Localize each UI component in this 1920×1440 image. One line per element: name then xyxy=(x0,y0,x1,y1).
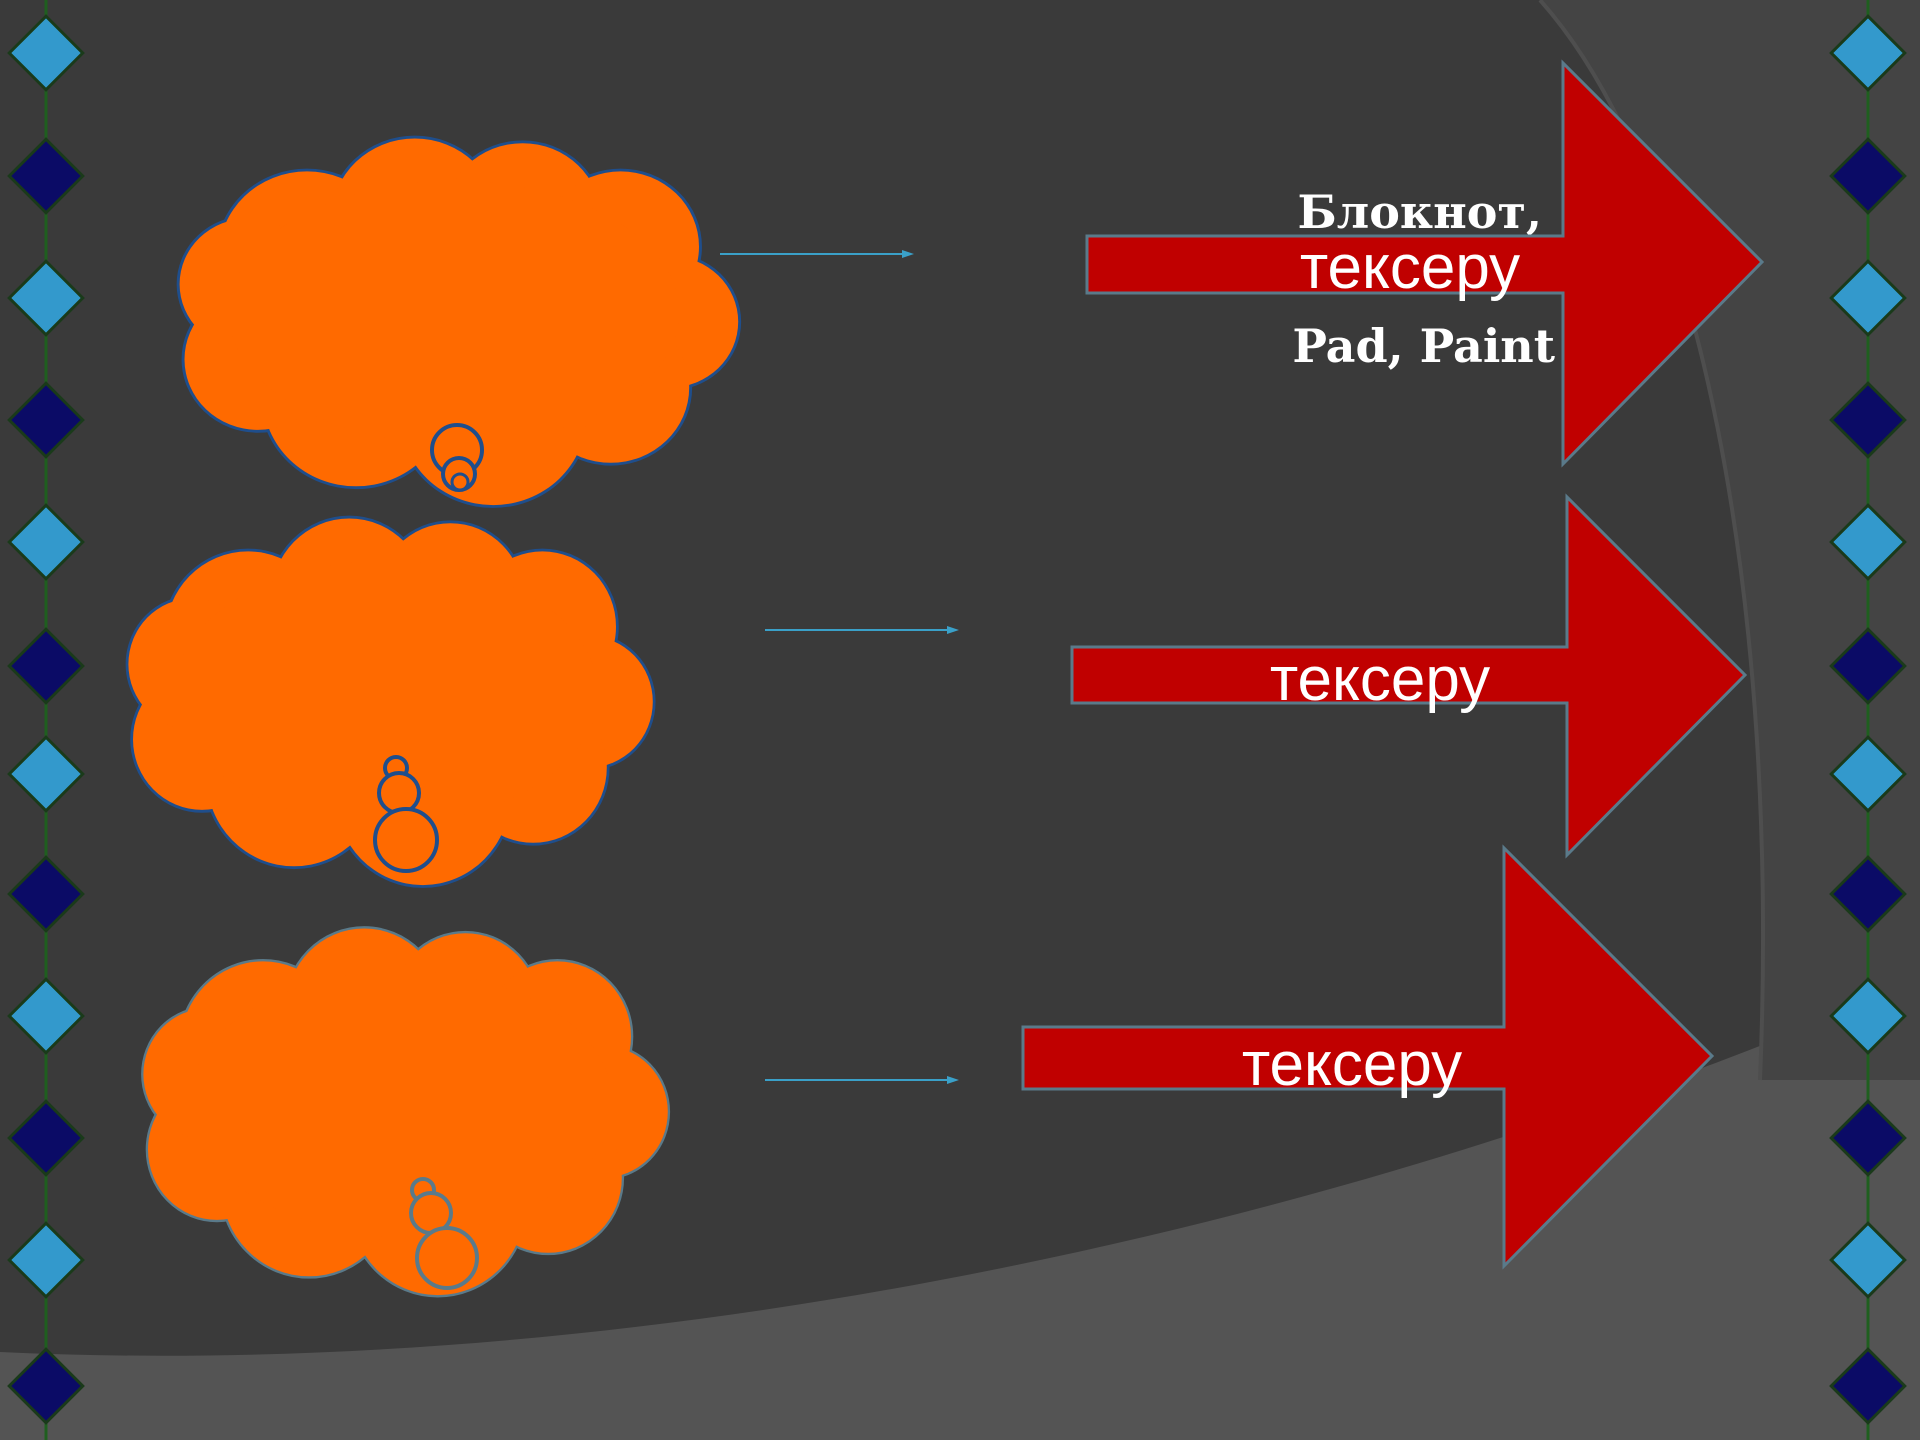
diamond-light-icon xyxy=(7,14,85,92)
diamond-dark-icon xyxy=(7,1099,85,1177)
diamond-light-icon xyxy=(1829,259,1907,337)
diamond-dark-icon xyxy=(1829,855,1907,933)
background-band xyxy=(1540,0,1920,1080)
arrow-label: тексеру xyxy=(1300,233,1520,302)
diamond-light-icon xyxy=(7,1221,85,1299)
left-diamond-border xyxy=(7,0,85,1440)
diamond-dark-icon xyxy=(7,137,85,215)
diamond-dark-icon xyxy=(7,627,85,705)
diamond-dark-icon xyxy=(1829,1099,1907,1177)
diamond-light-icon xyxy=(7,503,85,581)
row-2: тексеру xyxy=(128,493,1748,885)
thought-bubble-icon xyxy=(415,1226,479,1290)
diamond-light-icon xyxy=(7,259,85,337)
diamond-dark-icon xyxy=(1829,1347,1907,1425)
diamond-dark-icon xyxy=(1829,137,1907,215)
thought-bubble-icon xyxy=(377,771,421,815)
diamond-light-icon xyxy=(1829,977,1907,1055)
diamond-light-icon xyxy=(7,735,85,813)
arrow-label: тексеру xyxy=(1242,1030,1462,1099)
right-arrow-icon[interactable] xyxy=(1070,493,1748,859)
thought-bubble-icon xyxy=(373,807,439,873)
diamond-light-icon xyxy=(1829,14,1907,92)
row-1: Блокнот, Pad, Paint тексеру xyxy=(180,59,1765,505)
diamond-dark-icon xyxy=(7,855,85,933)
right-arrow-icon[interactable] xyxy=(1021,844,1715,1270)
thought-bubble-icon xyxy=(450,472,470,492)
diamond-dark-icon xyxy=(1829,381,1907,459)
partial-text-line-1: Блокнот, xyxy=(1297,185,1542,239)
arrow-label: тексеру xyxy=(1270,645,1490,714)
diamond-light-icon xyxy=(1829,735,1907,813)
right-diamond-border xyxy=(1829,0,1907,1440)
diamond-dark-icon xyxy=(1829,627,1907,705)
connector-arrowhead-icon xyxy=(947,626,959,634)
diamond-dark-icon xyxy=(7,381,85,459)
connector-arrowhead-icon xyxy=(947,1076,959,1084)
row-3: тексеру xyxy=(143,844,1715,1295)
partial-text-line-2: Pad, Paint xyxy=(1292,319,1555,373)
connector-arrowhead-icon xyxy=(902,250,914,258)
right-arrow-icon[interactable] xyxy=(1085,59,1765,468)
diamond-dark-icon xyxy=(7,1347,85,1425)
diamond-light-icon xyxy=(1829,503,1907,581)
diamond-light-icon xyxy=(1829,1221,1907,1299)
diamond-light-icon xyxy=(7,977,85,1055)
background-swoosh xyxy=(0,980,1920,1440)
